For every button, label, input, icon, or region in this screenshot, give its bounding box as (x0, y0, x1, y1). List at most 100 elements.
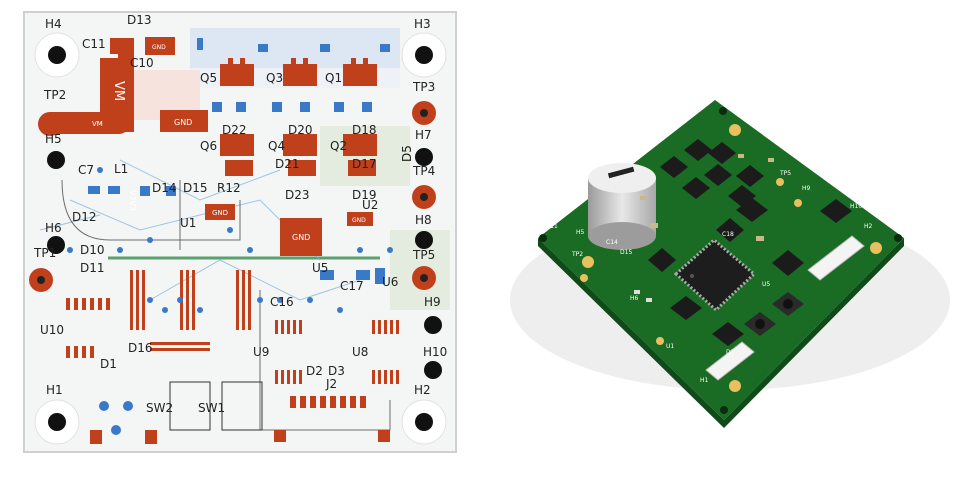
ref-q1: Q1 (325, 71, 342, 85)
ref-d22: D22 (222, 123, 247, 137)
ref-tp4: TP4 (412, 164, 435, 178)
gnd-pads (110, 37, 373, 256)
hole-h7 (415, 148, 433, 166)
ref-q4: Q4 (268, 139, 285, 153)
ref-d15: D15 (183, 181, 208, 195)
ref-d14: D14 (152, 181, 177, 195)
hole-h10 (424, 361, 442, 379)
silkscreen-labels: H4 H3 H5 H6 H7 H8 H9 H10 H1 H2 TP1 TP2 T… (33, 13, 447, 415)
ref-u8: U8 (352, 345, 368, 359)
mcu-chip (673, 238, 757, 313)
ref-h9: H9 (424, 295, 441, 309)
ref-h5: H5 (45, 132, 62, 146)
ref-tp1: TP1 (33, 246, 56, 260)
left-connector (90, 401, 157, 444)
ref-d10: D10 (80, 243, 105, 257)
ref-d18: D18 (352, 123, 377, 137)
ref-d1: D1 (100, 357, 117, 371)
ref-u1: U1 (180, 216, 196, 230)
ref-d17: D17 (352, 157, 377, 171)
silk-gnd-1: GND (152, 44, 166, 51)
jst-connectors (705, 235, 865, 381)
pcb-3d-render: C11 H5 TP2 C14 D15 H6 U1 H1 D1 TP5 H9 H1… (510, 100, 950, 428)
ref-u5: U5 (312, 261, 328, 275)
tactile-buttons (744, 292, 804, 336)
ref-u6: U6 (382, 275, 398, 289)
render-h6: H6 (630, 295, 639, 302)
ref-c17: C17 (340, 279, 364, 293)
ref-d11: D11 (80, 261, 105, 275)
ref-d23: D23 (285, 188, 310, 202)
ref-h7: H7 (415, 128, 432, 142)
mcu-pins (130, 270, 251, 351)
diode-pads (88, 38, 390, 284)
ref-d20: D20 (288, 123, 313, 137)
render-c18: C18 (722, 231, 734, 238)
ref-d21: D21 (275, 157, 300, 171)
silk-vm-small: VM (92, 120, 103, 128)
silk-gnd-2: GND (174, 118, 192, 127)
ref-d16: D16 (128, 341, 153, 355)
ref-u2: U2 (362, 198, 378, 212)
switches (169, 381, 263, 431)
ref-u10: U10 (40, 323, 64, 337)
ref-d13: D13 (127, 13, 152, 27)
ref-h4: H4 (45, 17, 62, 31)
ref-c7: C7 (78, 163, 94, 177)
silk-v3v3: V3V3 (128, 190, 137, 211)
ref-h1: H1 (46, 383, 63, 397)
bottom-ic-pins (275, 320, 399, 384)
silk-gnd-4: GND (292, 233, 310, 242)
mounting-holes (34, 32, 447, 445)
ref-j2: J2 (325, 377, 337, 391)
electrolytic-capacitor (588, 163, 656, 250)
render-h1: H1 (700, 377, 709, 384)
render-tp5: TP5 (779, 170, 791, 177)
render-silkscreen: C11 H5 TP2 C14 D15 H6 U1 H1 D1 TP5 H9 H1… (546, 170, 873, 384)
render-c14: C14 (606, 239, 618, 246)
ref-h10: H10 (423, 345, 447, 359)
render-h10: H10 (850, 203, 862, 210)
render-u1: U1 (666, 343, 674, 350)
left-ic-pads (66, 298, 110, 358)
render-d1: D1 (726, 349, 735, 356)
mosfet-row-mid (220, 134, 377, 176)
hole-h6 (47, 236, 65, 254)
ref-c11: C11 (82, 37, 106, 51)
ref-d3: D3 (328, 364, 345, 378)
j2-connector (274, 396, 390, 442)
hole-h5 (47, 151, 65, 169)
passives (634, 154, 774, 302)
ref-h8: H8 (415, 213, 432, 227)
render-h8: H8 (842, 183, 851, 190)
mosfet-row-top (220, 58, 377, 86)
ref-d12: D12 (72, 210, 97, 224)
ref-h3: H3 (414, 17, 431, 31)
ref-u9: U9 (253, 345, 269, 359)
hole-h8 (415, 231, 433, 249)
silk-gnd-5: GND (352, 217, 366, 224)
ref-q5: Q5 (200, 71, 217, 85)
render-u5: U5 (762, 281, 770, 288)
ref-c16: C16 (270, 295, 294, 309)
ref-tp5: TP5 (412, 248, 435, 262)
ref-d2: D2 (306, 364, 323, 378)
ref-h2: H2 (414, 383, 431, 397)
ref-q2: Q2 (330, 139, 347, 153)
ref-tp2: TP2 (43, 88, 66, 102)
silk-gnd-3: GND (212, 209, 228, 217)
ref-sw2: SW2 (146, 401, 173, 415)
corner-pads (580, 124, 882, 392)
smd-packages (648, 139, 852, 346)
vias (67, 167, 393, 313)
render-h5: H5 (576, 229, 585, 236)
ref-q6: Q6 (200, 139, 217, 153)
ref-c10: C10 (130, 56, 154, 70)
pcb-layout-view: H4 H3 H5 H6 H7 H8 H9 H10 H1 H2 TP1 TP2 T… (23, 11, 457, 453)
render-h9: H9 (802, 185, 811, 192)
ref-q3: Q3 (266, 71, 283, 85)
render-d15: D15 (620, 249, 632, 256)
ref-h6: H6 (45, 221, 62, 235)
ref-d19: D19 (352, 188, 377, 202)
ref-r12: R12 (217, 181, 241, 195)
